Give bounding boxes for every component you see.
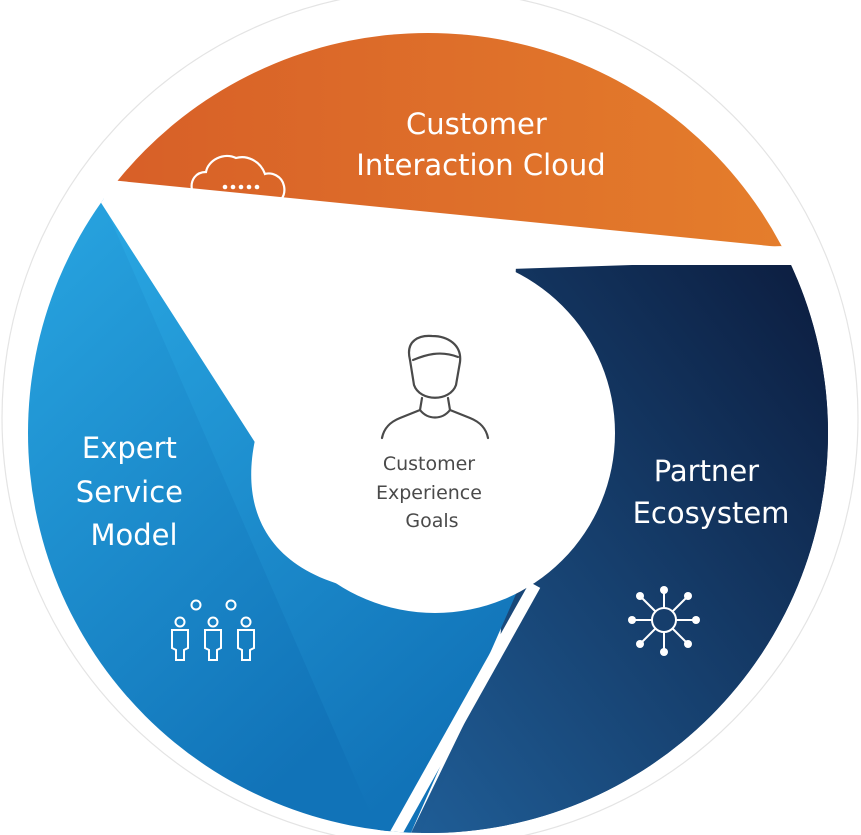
- esm-label-line-3: Model: [90, 518, 177, 552]
- center-label-line-1: Customer: [383, 453, 475, 475]
- svg-text:Partner Ecosystem: Partner Ecosystem: [633, 454, 790, 530]
- people-group-icon: [171, 599, 255, 661]
- center-label-line-2: Experience: [376, 482, 482, 504]
- svg-text:Expert Service Model: Expert Service Model: [76, 431, 192, 552]
- cloud-icon: [190, 154, 286, 207]
- center-label-line-3: Goals: [405, 510, 458, 532]
- center-circle: [255, 253, 615, 613]
- svg-text:Customer Experience Go: Customer Experience Goals: [376, 453, 488, 532]
- pe-label-line-2: Ecosystem: [633, 496, 790, 530]
- svg-text:Customer Interaction Cloud: Customer Interaction Cloud: [356, 107, 605, 182]
- person-icon: [380, 334, 490, 440]
- pe-label-line-1: Partner: [654, 454, 759, 488]
- esm-label-line-2: Service: [76, 475, 183, 509]
- network-hub-icon: [628, 586, 700, 656]
- cic-label-line-2: Interaction Cloud: [356, 148, 605, 182]
- esm-label-line-1: Expert: [82, 431, 177, 465]
- cic-label-line-1: Customer: [406, 107, 547, 141]
